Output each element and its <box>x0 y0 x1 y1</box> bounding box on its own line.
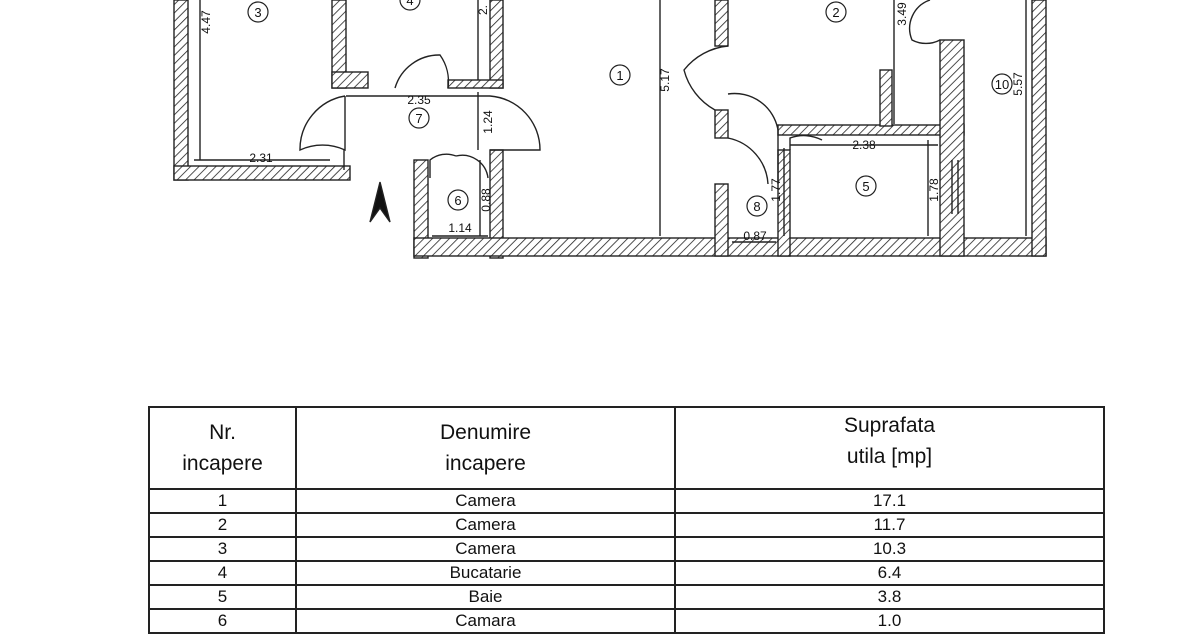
cell-room-area: 6.4 <box>674 560 1105 586</box>
plan-lines <box>194 0 1027 243</box>
dim-label: 1.24 <box>481 110 495 134</box>
dim-label: 4.47 <box>199 10 213 34</box>
cell-room-number: 1 <box>148 488 297 514</box>
table-row: 2 Camera 11.7 <box>148 512 1105 538</box>
wall-right-inner <box>939 39 965 257</box>
wall-right-outer <box>1031 0 1047 257</box>
table-row: 4 Bucatarie 6.4 <box>148 560 1105 586</box>
dim-label: 5.17 <box>658 68 672 92</box>
cell-room-name: Baie <box>295 584 676 610</box>
dim-label: 2.38 <box>852 138 876 152</box>
wall-room2-bottom-stub <box>879 69 893 127</box>
dim-label: 1.14 <box>448 221 472 235</box>
room-circles <box>247 0 1013 217</box>
dim-label: 2.31 <box>249 151 273 165</box>
cell-room-number: 6 <box>148 608 297 634</box>
table-row: 5 Baie 3.8 <box>148 584 1105 610</box>
cell-room-number: 3 <box>148 536 297 562</box>
cell-room-area: 3.8 <box>674 584 1105 610</box>
room-number-10: 10 <box>995 77 1009 92</box>
floor-plan: 1 2 3 4 5 6 7 8 10 4.47 2. 3.49 5.17 5.5… <box>173 0 1047 259</box>
room-number-8: 8 <box>753 199 760 214</box>
cell-room-name: Bucatarie <box>295 560 676 586</box>
wall-room4-right <box>489 0 504 89</box>
header-room-name: Denumire incapere <box>295 406 676 490</box>
table-row: 1 Camera 17.1 <box>148 488 1105 514</box>
cell-room-area: 11.7 <box>674 512 1105 538</box>
wall-center-top <box>714 0 729 47</box>
cell-room-name: Camara <box>295 608 676 634</box>
cell-room-number: 5 <box>148 584 297 610</box>
dim-label: 3.49 <box>895 2 909 26</box>
room-number-5: 5 <box>862 179 869 194</box>
dim-label: 2. <box>476 5 490 15</box>
dim-label: 0.87 <box>743 229 767 243</box>
cell-room-number: 2 <box>148 512 297 538</box>
walls <box>173 0 1047 259</box>
cell-room-name: Camera <box>295 512 676 538</box>
wall-bath-top <box>777 124 965 136</box>
wall-room4-stub <box>331 71 369 89</box>
room-area-table: Nr. incapere Denumire incapere Suprafata… <box>148 406 1105 634</box>
dim-label: 1.77 <box>769 178 783 202</box>
wall-left-bottom <box>173 165 351 181</box>
room-number-3: 3 <box>254 5 261 20</box>
header-usable-area: Suprafata utila [mp] <box>674 406 1105 490</box>
cell-room-name: Camera <box>295 536 676 562</box>
dim-label: 0.88 <box>479 188 493 212</box>
room-number-6: 6 <box>454 193 461 208</box>
dim-label: 2.35 <box>407 93 431 107</box>
wall-pantry-left <box>413 159 429 259</box>
room-number-4: 4 <box>406 0 413 8</box>
wall-center-mid <box>714 109 729 139</box>
wall-left-outer <box>173 0 189 181</box>
header-room-number: Nr. incapere <box>148 406 297 490</box>
cell-room-area: 1.0 <box>674 608 1105 634</box>
wall-room4-bottom <box>447 79 504 89</box>
cell-room-name: Camera <box>295 488 676 514</box>
cell-room-area: 17.1 <box>674 488 1105 514</box>
wall-center-bottom <box>714 183 729 257</box>
table-header-row: Nr. incapere Denumire incapere Suprafata… <box>148 406 1105 490</box>
dim-label: 1.78 <box>927 178 941 202</box>
dim-label: 5.57 <box>1011 72 1025 96</box>
table-row: 6 Camara 1.0 <box>148 608 1105 634</box>
room-number-7: 7 <box>415 111 422 126</box>
table-row: 3 Camera 10.3 <box>148 536 1105 562</box>
room-number-2: 2 <box>832 5 839 20</box>
room-number-1: 1 <box>616 68 623 83</box>
cell-room-area: 10.3 <box>674 536 1105 562</box>
cell-room-number: 4 <box>148 560 297 586</box>
